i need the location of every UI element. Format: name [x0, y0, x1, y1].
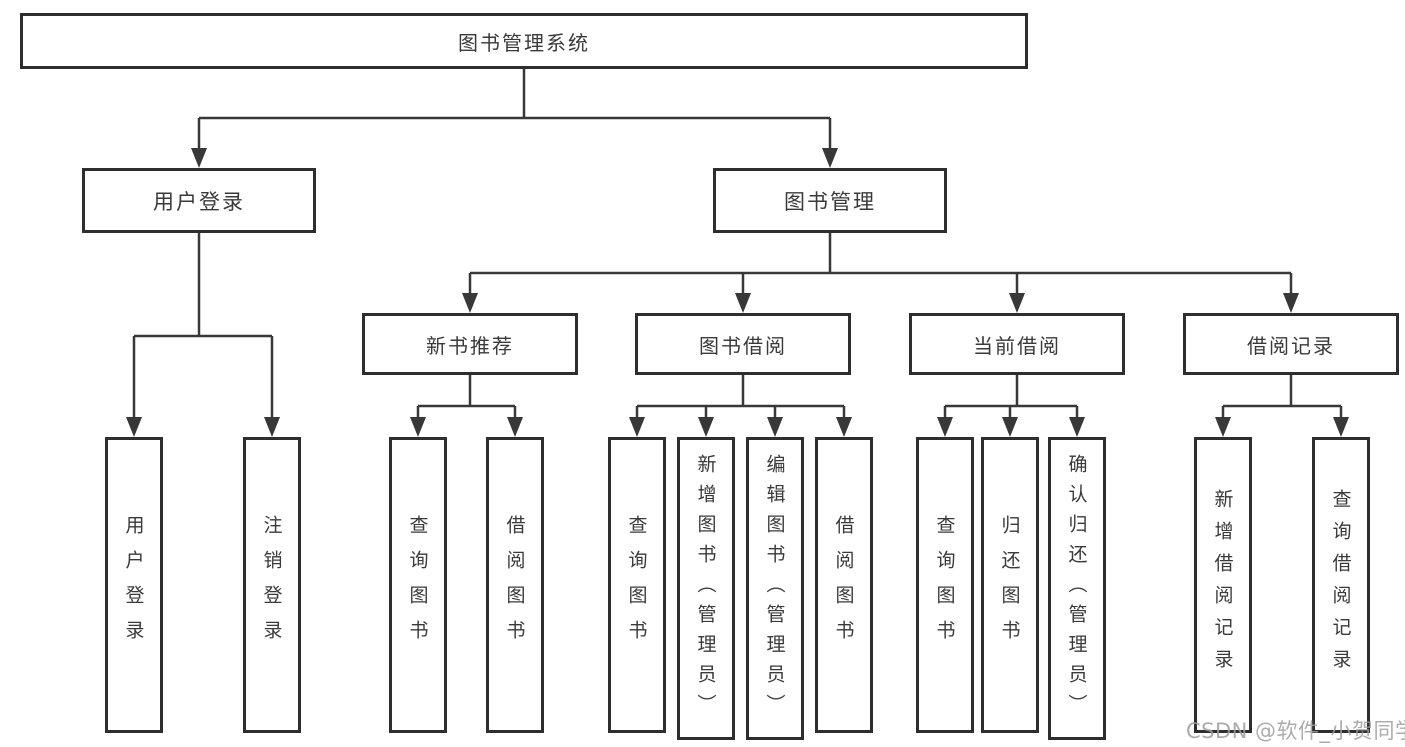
leaf-add-borrow-record: 新增借阅记录	[1194, 437, 1252, 733]
node-label: 借阅图书	[832, 515, 855, 655]
leaf-confirm-return-admin: 确认归还（管理员）	[1048, 437, 1106, 740]
node-label: 归还图书	[998, 515, 1021, 655]
leaf-user-login: 用户登录	[105, 437, 163, 733]
node-book-borrowing: 图书借阅	[635, 313, 851, 375]
node-label: 图书管理	[784, 189, 876, 214]
arrow-down-icons	[126, 148, 1349, 437]
leaf-edit-books-admin: 编辑图书（管理员）	[746, 437, 804, 740]
node-label: 查询图书	[406, 515, 429, 655]
node-label: 确认归还（管理员）	[1065, 453, 1088, 724]
node-label: 查询借阅记录	[1329, 489, 1352, 681]
node-user-login: 用户登录	[82, 168, 316, 233]
node-label: 新增图书（管理员）	[694, 453, 717, 724]
node-label: 借阅记录	[1247, 333, 1335, 358]
node-label: 注销登录	[260, 515, 283, 655]
node-label: 图书管理系统	[458, 30, 590, 55]
node-label: 查询图书	[625, 515, 648, 655]
leaf-query-books-borrow: 查询图书	[608, 437, 666, 733]
node-borrowing-records: 借阅记录	[1183, 313, 1399, 375]
node-label: 用户登录	[122, 515, 145, 655]
node-current-borrowing: 当前借阅	[909, 313, 1125, 375]
leaf-add-books-admin: 新增图书（管理员）	[677, 437, 735, 740]
node-label: 用户登录	[153, 189, 245, 214]
leaf-return-books: 归还图书	[981, 437, 1039, 733]
leaf-borrow-books: 借阅图书	[815, 437, 873, 733]
node-label: 新增借阅记录	[1211, 489, 1234, 681]
leaf-borrow-books-recommend: 借阅图书	[486, 437, 544, 733]
node-label: 图书借阅	[699, 333, 787, 358]
node-label: 借阅图书	[503, 515, 526, 655]
node-label: 新书推荐	[426, 333, 514, 358]
leaf-query-books-current: 查询图书	[916, 437, 974, 733]
node-label: 查询图书	[933, 515, 956, 655]
node-label: 编辑图书（管理员）	[763, 453, 786, 724]
node-new-book-recommendation: 新书推荐	[362, 313, 578, 375]
watermark: CSDN @软件_小贺同学	[1186, 719, 1405, 743]
leaf-logout: 注销登录	[243, 437, 301, 733]
leaf-query-books-recommend: 查询图书	[389, 437, 447, 733]
node-label: 当前借阅	[973, 333, 1061, 358]
node-library-management-system: 图书管理系统	[20, 13, 1028, 69]
node-book-management: 图书管理	[713, 168, 947, 233]
leaf-query-borrow-record: 查询借阅记录	[1312, 437, 1370, 733]
